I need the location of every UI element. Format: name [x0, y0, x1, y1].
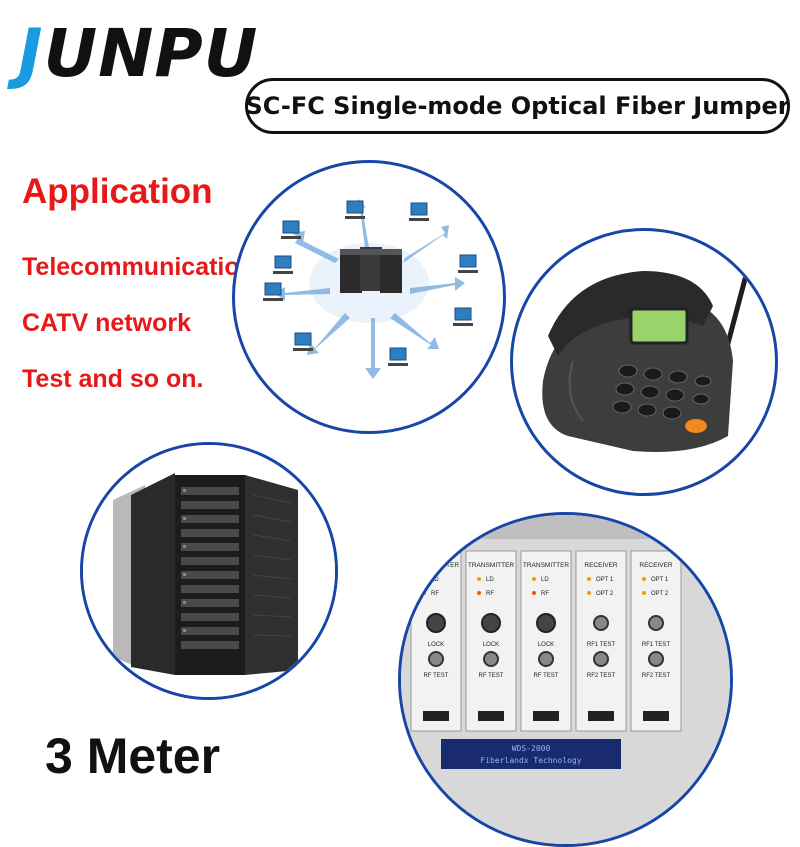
module-label: RF: [431, 591, 439, 597]
keyboard-icons: [263, 216, 478, 366]
connector-port-icon: [648, 651, 664, 667]
rack-leds-icon: [183, 489, 186, 632]
module-label: OPT 2: [651, 591, 669, 597]
module-title: RECEIVER: [584, 562, 618, 569]
connector-port-icon: [538, 651, 554, 667]
lcd-screen-icon: [629, 307, 689, 345]
module-label: LOCK: [483, 642, 499, 648]
application-item-catv: CATV network: [22, 309, 191, 337]
module-label: RF: [486, 591, 494, 597]
product-title: SC-FC Single-mode Optical Fiber Jumper: [245, 92, 790, 120]
call-button-icon: [685, 419, 707, 433]
module-label: RF: [541, 591, 549, 597]
application-heading: Application: [22, 172, 213, 211]
desk-telephone-image: [510, 228, 778, 496]
key-lock-icon: [481, 613, 501, 633]
module-label: LD: [431, 577, 439, 583]
keypad-icon: [612, 364, 712, 420]
module-label: OPT 1: [651, 577, 669, 583]
module-card: RECEIVER OPT 1 OPT 2 RF1 TEST RF2 TEST: [575, 550, 627, 732]
key-lock-icon: [426, 613, 446, 633]
key-lock-icon: [536, 613, 556, 633]
connector-port-icon: [648, 615, 664, 631]
connector-port-icon: [428, 651, 444, 667]
module-label: OPT 2: [596, 591, 614, 597]
module-title: RECEIVER: [639, 562, 673, 569]
module-label: RF2 TEST: [642, 673, 671, 679]
module-label: LD: [541, 577, 549, 583]
module-card: TRANSMITTER LD RF LOCK RF TEST: [520, 550, 572, 732]
network-diagram-image: [232, 160, 506, 434]
length-label: 3 Meter: [45, 728, 221, 784]
telephone-graphic: [542, 271, 748, 452]
module-label: RF TEST: [534, 673, 559, 679]
brand-logo-rest: UNPU: [43, 15, 259, 92]
network-diagram-graphic: [263, 199, 478, 379]
connector-port-icon: [593, 615, 609, 631]
module-label: LD: [486, 577, 494, 583]
module-card: TRANSMITTER LD RF LOCK RF TEST: [410, 550, 462, 732]
network-arrows: [275, 199, 465, 379]
module-title: TRANSMITTER: [468, 562, 515, 569]
lcd-display-line-1: WDS-2000: [512, 744, 551, 753]
computer-icons: [264, 200, 477, 361]
module-label: LOCK: [428, 642, 444, 648]
server-rack-graphic: [83, 445, 335, 697]
module-card: RECEIVER OPT 1 OPT 2 RF1 TEST RF2 TEST: [630, 550, 682, 732]
rack-units-icon: [181, 487, 239, 649]
connector-port-icon: [593, 651, 609, 667]
optical-equipment-graphic: TRANSMITTER LD RF LOCK RF TEST TRANSMITT…: [401, 515, 730, 844]
module-label: RF2 TEST: [587, 673, 616, 679]
lcd-display-line-2: Fiberlandx Technology: [480, 756, 581, 765]
brand-logo-first-letter: J: [18, 15, 44, 92]
module-label: RF TEST: [479, 673, 504, 679]
product-title-box: SC-FC Single-mode Optical Fiber Jumper: [245, 78, 790, 134]
rack-door-grille-icon: [252, 494, 292, 637]
connector-port-icon: [483, 651, 499, 667]
module-card: TRANSMITTER LD RF LOCK RF TEST: [465, 550, 517, 732]
equipment-modules: TRANSMITTER LD RF LOCK RF TEST TRANSMITT…: [410, 550, 682, 732]
server-stack-icon: [340, 247, 402, 293]
rack-open-door-icon: [131, 473, 175, 675]
optical-equipment-image: TRANSMITTER LD RF LOCK RF TEST TRANSMITT…: [398, 512, 733, 847]
module-title: TRANSMITTER: [523, 562, 570, 569]
lcd-display-icon: [441, 739, 621, 769]
module-label: RF TEST: [424, 673, 449, 679]
server-rack-image: [80, 442, 338, 700]
rack-right-door-icon: [245, 475, 298, 675]
module-label: RF1 TEST: [642, 642, 671, 648]
application-item-test: Test and so on.: [22, 365, 204, 393]
application-item-telecom: Telecommunication: [22, 253, 255, 281]
module-title: TRANSMITTER: [413, 562, 460, 569]
brand-logo: JUNPU: [18, 14, 258, 94]
module-label: LOCK: [538, 642, 554, 648]
module-label: RF1 TEST: [587, 642, 616, 648]
module-label: OPT 1: [596, 577, 614, 583]
